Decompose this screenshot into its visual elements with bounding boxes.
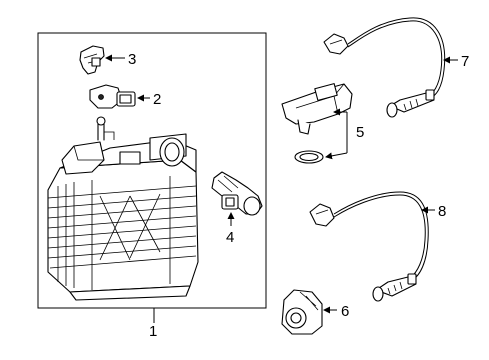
part-4-purge-valve <box>211 171 263 226</box>
part-5-sensor <box>281 83 353 164</box>
callout-5: 5 <box>356 124 364 141</box>
callout-7: 7 <box>461 53 469 70</box>
part-8-oxygen-sensor <box>309 191 435 302</box>
assembly-frame <box>37 32 267 309</box>
callout-4: 4 <box>226 229 234 246</box>
callout-3: 3 <box>128 51 136 68</box>
part-7-oxygen-sensor <box>323 17 458 118</box>
part-6-valve <box>281 289 337 335</box>
callout-2: 2 <box>153 91 161 108</box>
callout-1: 1 <box>149 323 157 340</box>
callout-8: 8 <box>438 203 446 220</box>
part-3-sensor <box>79 45 125 75</box>
part-1-canister <box>47 116 199 301</box>
callout-6: 6 <box>341 303 349 320</box>
part-2-solenoid <box>89 84 150 109</box>
